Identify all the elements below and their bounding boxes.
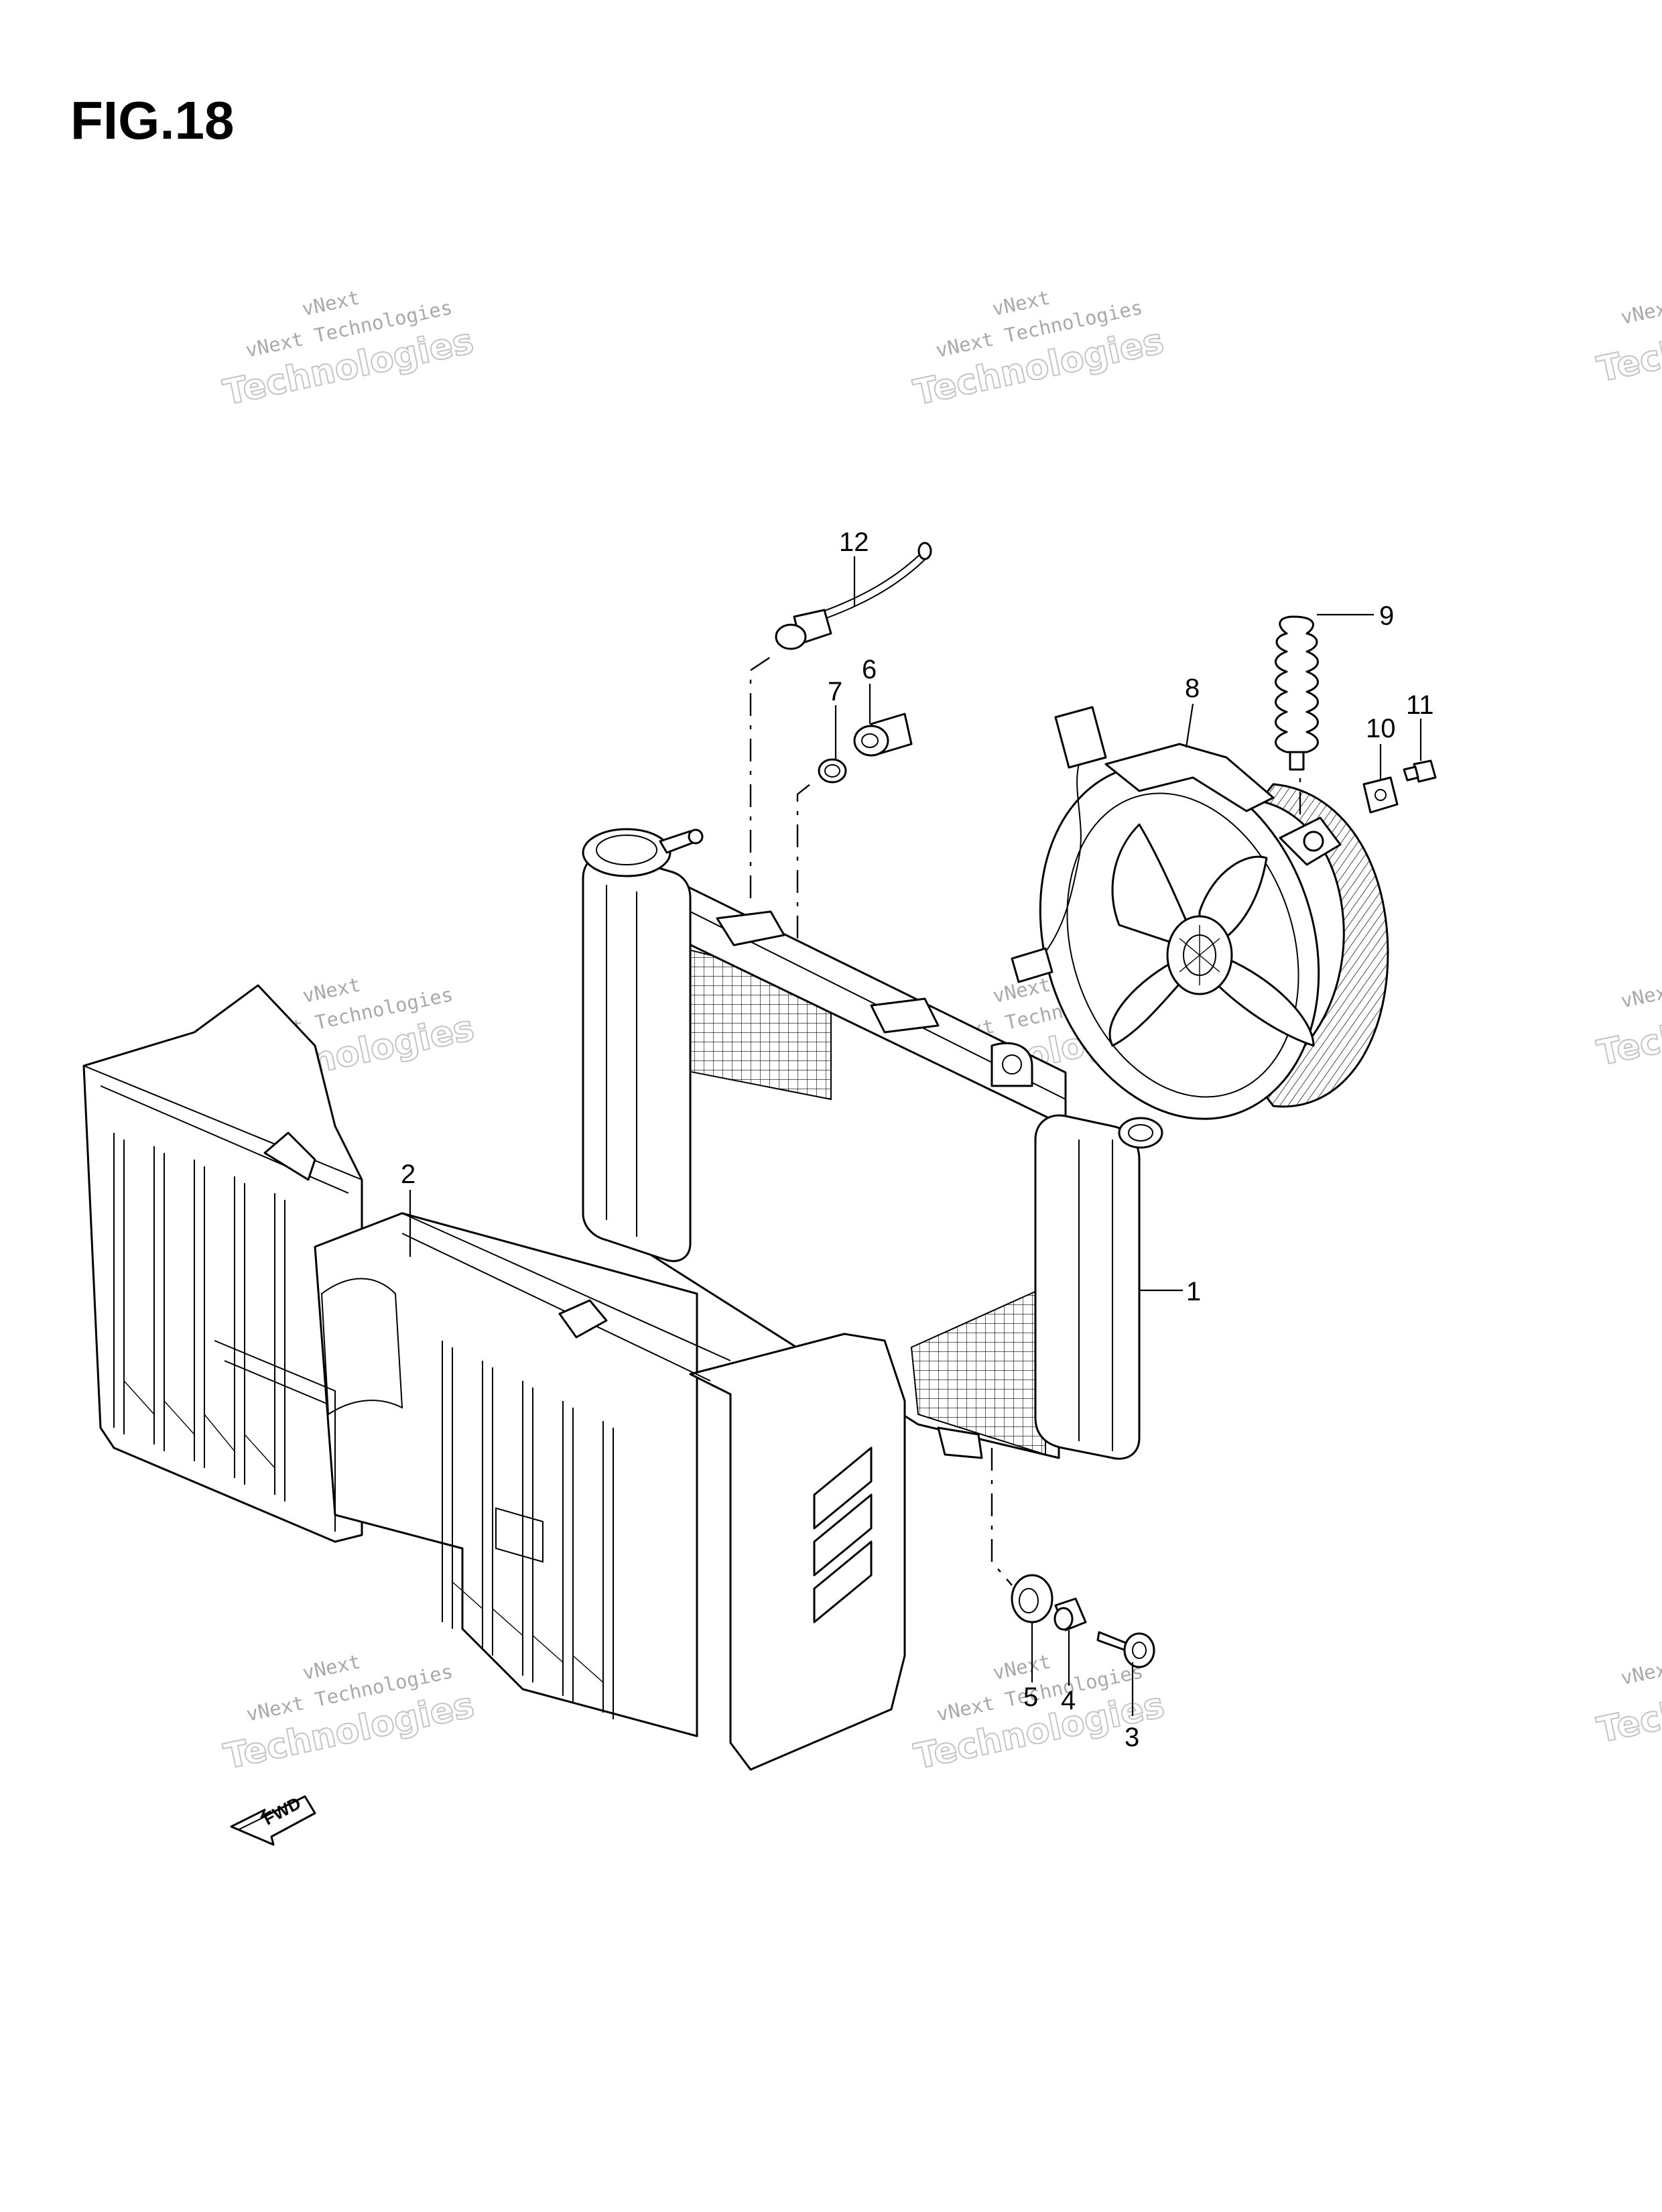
- watermark: vNext Technologies Technologies: [1593, 263, 1662, 391]
- radiator: [582, 828, 1163, 1460]
- thermo-switch-wire: [817, 549, 925, 614]
- callout-7: 7: [828, 677, 842, 706]
- leader-8: [1185, 703, 1194, 748]
- fan-thermo-switch: [775, 542, 932, 650]
- callout-11: 11: [1406, 690, 1434, 720]
- callout-2: 2: [401, 1160, 416, 1189]
- fwd-arrow-icon: [230, 1795, 316, 1846]
- radiator-right-tank: [1034, 1114, 1141, 1460]
- guide-line: [990, 1448, 1013, 1586]
- watermark-brand: vNext: [990, 286, 1051, 320]
- radiator-mount-bolt: [1096, 1631, 1155, 1668]
- radiator-fins-lower: [910, 1286, 1046, 1456]
- radiator-filler-neck: [582, 828, 672, 877]
- callout-12: 12: [839, 528, 869, 557]
- assembly-guides: [749, 656, 1301, 1586]
- fan-blade: [1108, 957, 1194, 1047]
- shroud-left-louvres: [113, 1133, 336, 1532]
- watermark: vNext Technologies Technologies: [1593, 1623, 1662, 1752]
- radiator-mid-bracket: [870, 997, 940, 1034]
- fan-grommet: [1275, 615, 1319, 771]
- radiator-lower-mount: [937, 1426, 983, 1459]
- callout-5: 5: [1023, 1682, 1038, 1712]
- callout-4: 4: [1061, 1686, 1076, 1715]
- leader-lines: [409, 556, 1422, 1716]
- fan-connector: [1054, 706, 1107, 769]
- watermark-brand: vNext: [990, 1650, 1052, 1684]
- radiator-cushion: [1011, 1574, 1053, 1623]
- watermark-brand: vNext: [300, 1650, 362, 1684]
- radiator-collar: [1053, 1597, 1087, 1632]
- callout-6: 6: [862, 655, 877, 684]
- guide-line: [796, 780, 815, 938]
- watermark: vNext vNext Technologies Technologies: [219, 286, 477, 414]
- shroud-right-vents: [813, 1447, 873, 1623]
- shroud-duct: [320, 1278, 403, 1416]
- watermark: vNext Technologies Technologies: [1593, 946, 1662, 1074]
- shroud-center-louvres: [442, 1341, 614, 1719]
- callout-1: 1: [1186, 1277, 1201, 1306]
- shroud-clip: [263, 1131, 316, 1181]
- callout-9: 9: [1379, 601, 1394, 631]
- callout-8: 8: [1185, 674, 1200, 703]
- guide-line: [749, 656, 771, 898]
- callout-3: 3: [1125, 1723, 1139, 1752]
- fan-shroud-fins: [1251, 783, 1389, 1108]
- radiator-shroud: [82, 984, 906, 1771]
- cooling-fan: [1011, 706, 1389, 1120]
- watermark-line: vNext Technologies: [1618, 1623, 1662, 1690]
- radiator-top-bracket: [716, 910, 785, 946]
- radiator-mount-tab: [990, 1042, 1033, 1087]
- fan-nut: [1362, 776, 1399, 814]
- callout-10: 10: [1366, 714, 1396, 743]
- figure-title: FIG.18: [70, 90, 235, 150]
- shroud-center-panel: [314, 1212, 698, 1737]
- radiator-outlet-pipe: [1118, 1117, 1163, 1149]
- watermark: vNext vNext Technologies Technologies: [909, 286, 1167, 414]
- fan-motor-bracket: [1104, 743, 1275, 812]
- shroud-clip: [558, 1299, 608, 1339]
- watermark: vNext vNext Technologies Technologies: [220, 1650, 478, 1778]
- watermark-brand: vNext: [300, 286, 361, 320]
- fan-blade: [1198, 957, 1315, 1047]
- watermark-line: vNext Technologies: [1618, 946, 1662, 1013]
- watermark-line: vNext Technologies: [1618, 263, 1662, 329]
- shroud-right-panel: [689, 1333, 906, 1771]
- sensor-o-ring: [818, 758, 847, 784]
- callout-labels: 1 2 3 4 5 6 7 8 9 10 11 12: [401, 528, 1434, 1752]
- watermark-brand: vNext: [300, 973, 362, 1007]
- fan-wire: [1045, 763, 1082, 953]
- fan-bolt: [1403, 759, 1437, 783]
- forward-direction-badge: FWD: [230, 1793, 316, 1846]
- temperature-sensor: [853, 713, 913, 757]
- fan-blade: [1111, 823, 1201, 953]
